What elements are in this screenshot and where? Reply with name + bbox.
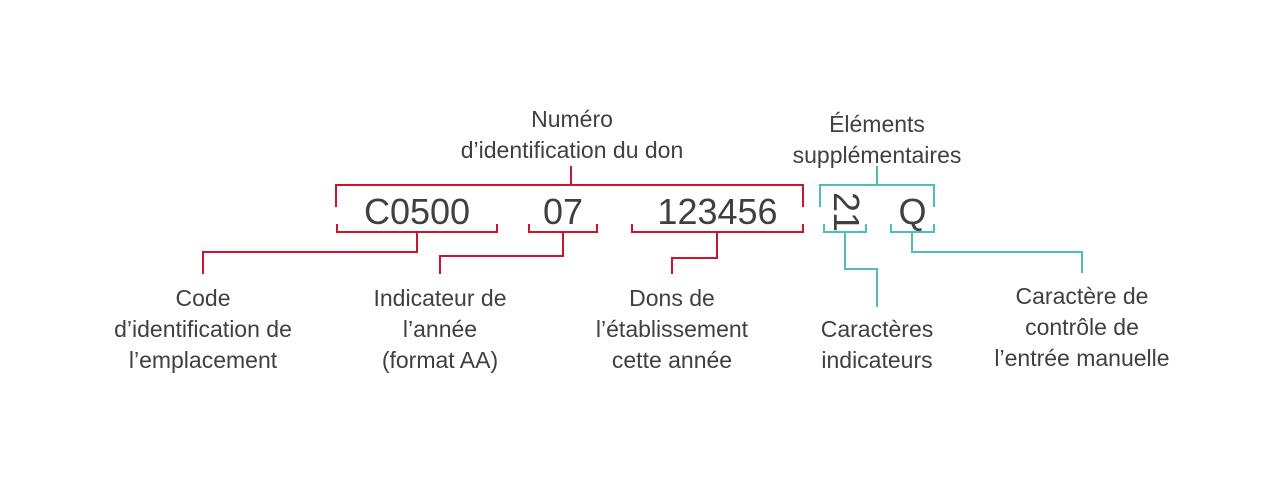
label-year: Indicateur de l’année (format AA) [340,283,540,376]
donation-number-heading-line: Numéro [531,106,613,132]
code-segment-location: C0500 [363,191,471,232]
sequence-connector [671,232,718,274]
year-connector [439,232,564,274]
supplementary-top-brace [819,166,935,207]
label-sequence: Dons de l’établissement cette année [572,283,772,376]
label-check-line: contrôle de [1025,314,1139,340]
label-location-line: Code [175,285,231,311]
label-flags-line: Caractères [820,316,934,342]
label-check-line: l’entrée manuelle [994,345,1170,371]
label-sequence-line: l’établissement [595,316,749,342]
check-connector [911,232,1083,273]
label-flags: Caractères indicateurs [797,314,957,376]
code-segment-flags: 21 [826,191,867,233]
label-check: Caractère de contrôle de l’entrée manuel… [972,281,1192,374]
label-year-line: l’année [402,316,478,342]
code-segment-check: Q [898,191,927,232]
code-segment-sequence: 123456 [657,191,778,232]
donation-number-top-brace [335,166,804,207]
donation-number-heading-line: d’identification du don [460,137,684,163]
location-connector [202,232,418,274]
supplementary-heading-line: Éléments [829,111,925,137]
supplementary-heading-line: supplémentaires [792,142,962,168]
supplementary-heading: Éléments supplémentaires [755,109,999,171]
label-sequence-line: Dons de [629,285,715,311]
label-sequence-line: cette année [611,347,733,373]
label-location-line: d’identification de [114,316,292,342]
label-year-line: Indicateur de [373,285,507,311]
label-location-line: l’emplacement [128,347,278,373]
label-year-line: (format AA) [381,347,499,373]
label-check-line: Caractère de [1015,283,1149,309]
code-segment-year: 07 [542,191,584,232]
flags-connector [844,232,878,307]
label-location: Code d’identification de l’emplacement [93,283,313,376]
donation-number-heading: Numéro d’identification du don [412,104,732,166]
label-flags-line: indicateurs [821,347,933,373]
